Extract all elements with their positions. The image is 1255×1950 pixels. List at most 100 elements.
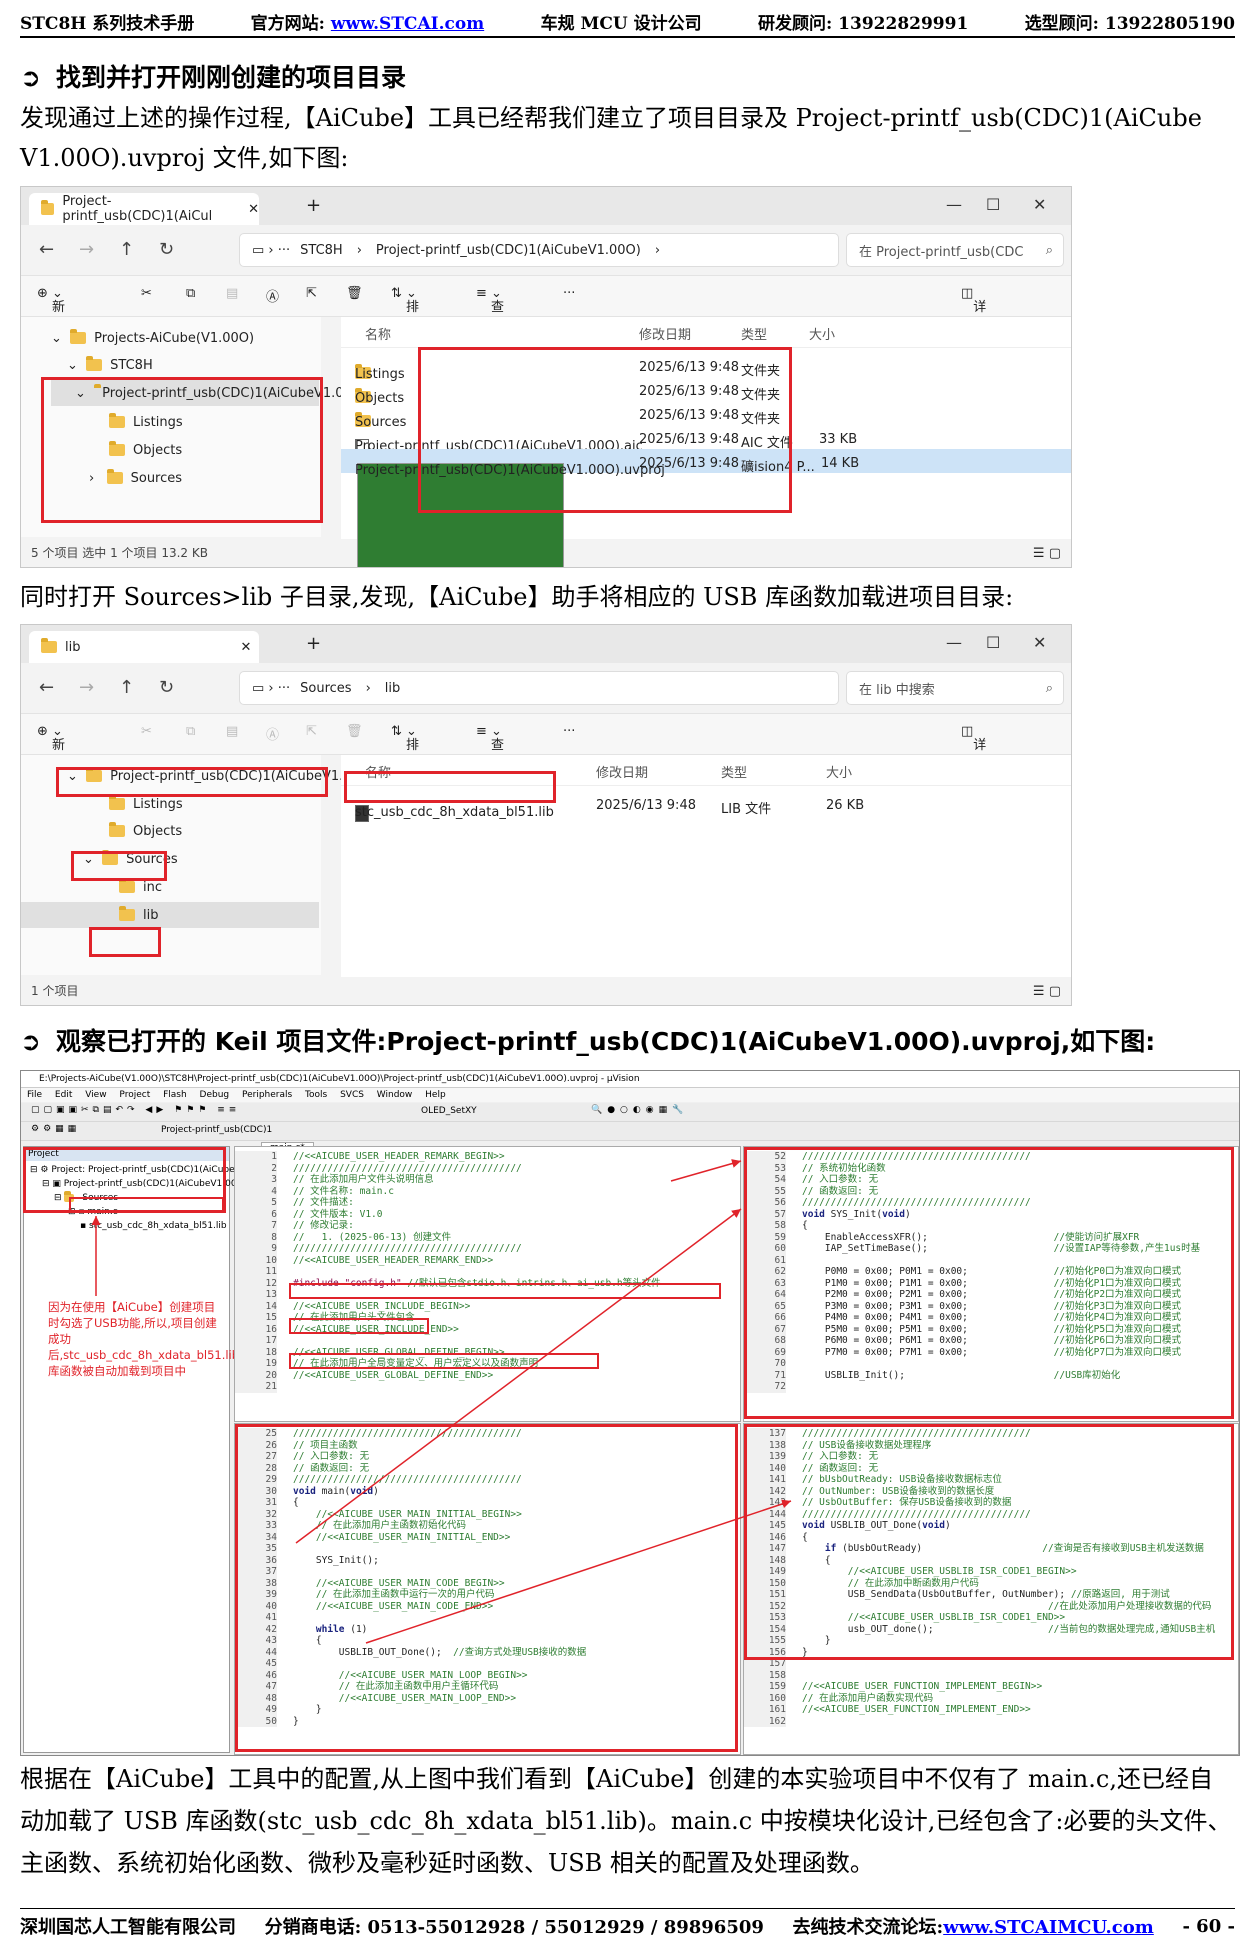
search-input[interactable]: 在 lib 中搜索⌕	[846, 671, 1064, 705]
folder-icon	[119, 906, 135, 921]
code-pane-sysinit[interactable]: 52 53 54 55 56 57 58 59 60 61 62 63 64 6…	[743, 1146, 1239, 1422]
close-window-icon[interactable]: ✕	[1033, 195, 1047, 214]
new-tab-icon[interactable]: +	[306, 195, 322, 216]
tree-item[interactable]: Listings	[109, 791, 183, 817]
forward-icon[interactable]: →	[79, 239, 95, 260]
view-button[interactable]: ≡ 查看 ⌄	[476, 286, 505, 334]
close-tab-icon[interactable]: ✕	[240, 639, 252, 655]
folder-icon	[109, 413, 125, 428]
tree-item-selected[interactable]: lib	[21, 902, 319, 928]
highlight-box	[744, 1147, 1234, 1419]
page-header: STC8H 系列技术手册 官方网站: www.STCAI.com 车规 MCU …	[20, 6, 1235, 38]
toolbar-2[interactable]: ⚙⚙▦▦ Project-printf_usb(CDC)1	[21, 1122, 1239, 1141]
highlight-box	[289, 1283, 721, 1299]
debug-icons[interactable]: 🔍●○◐◉▦🔧	[591, 1105, 689, 1115]
tree-item-selected[interactable]: ⌄ Project-printf_usb(CDC)1(AiCubeV1.00O)	[51, 380, 367, 406]
explorer-tab[interactable]: Project-printf_usb(CDC)1(AiCul✕	[29, 193, 259, 225]
up-icon[interactable]: ↑	[119, 677, 135, 698]
rename-icon[interactable]: Ⓐ	[266, 290, 280, 305]
address-bar[interactable]: ▭ › ··· STC8H › Project-printf_usb(CDC)1…	[239, 233, 839, 267]
footer-company: 深圳国芯人工智能有限公司	[20, 1917, 236, 1938]
highlight-box	[56, 767, 328, 797]
project-pane-title: Project	[24, 1147, 229, 1161]
target-combo[interactable]: Project-printf_usb(CDC)1	[161, 1125, 273, 1135]
minimize-icon[interactable]: —	[946, 633, 962, 652]
close-window-icon[interactable]: ✕	[1033, 633, 1047, 652]
minimize-icon[interactable]: —	[946, 195, 962, 214]
new-button[interactable]: ⊕ 新建 ⌄	[37, 724, 66, 772]
paste-icon[interactable]: ▤	[226, 286, 239, 301]
sel-contact: 选型顾问: 13922805190	[1024, 13, 1235, 34]
folder-icon	[109, 795, 125, 810]
nav-tree: ⌄ Projects-AiCube(V1.00O) ⌄ STC8H ⌄ Proj…	[21, 317, 367, 537]
tree-item[interactable]: Listings	[109, 409, 183, 435]
status-bar: 1 个项目	[31, 984, 79, 998]
view-toggle-icon[interactable]: ☰ ▢	[1032, 984, 1061, 999]
monitor-icon: ▭ › ···	[252, 242, 291, 258]
up-icon[interactable]: ↑	[119, 239, 135, 260]
copy-icon[interactable]: ⧉	[186, 724, 196, 739]
status-bar: 5 个项目 选中 1 个项目 13.2 KB	[31, 546, 208, 560]
build-icons[interactable]: ⚙⚙▦▦	[31, 1124, 81, 1134]
highlight-box	[344, 771, 556, 803]
new-tab-icon[interactable]: +	[306, 633, 322, 654]
list-item-selected[interactable]: Project-printf_usb(CDC)1(AiCubeV1.00O).u…	[341, 449, 1071, 567]
window-title: E:\Projects-AiCube(V1.00O)\STC8H\Project…	[21, 1071, 1239, 1088]
more-icon[interactable]: ···	[563, 724, 576, 739]
folder-icon	[355, 388, 371, 403]
delete-icon[interactable]: 🗑	[346, 724, 363, 739]
rename-icon[interactable]: Ⓐ	[266, 728, 280, 743]
tree-item[interactable]: Objects	[109, 818, 182, 844]
share-icon[interactable]: ⇱	[306, 286, 317, 301]
forward-icon[interactable]: →	[79, 677, 95, 698]
view-button[interactable]: ≡ 查看 ⌄	[476, 724, 505, 772]
explorer-tab[interactable]: lib✕	[29, 631, 259, 663]
sort-button[interactable]: ⇅ 排序 ⌄	[391, 724, 420, 772]
tree-item[interactable]: ⌄ Project-printf_usb(CDC)1(AiCubeV1.00O)	[67, 767, 376, 784]
site-link[interactable]: www.STCAI.com	[330, 13, 485, 34]
forum-link[interactable]: www.STCAIMCU.com	[943, 1917, 1154, 1938]
refresh-icon[interactable]: ↻	[159, 239, 175, 260]
copy-icon[interactable]: ⧉	[186, 286, 196, 301]
folder-icon	[41, 200, 55, 215]
refresh-icon[interactable]: ↻	[159, 677, 175, 698]
tree-file-lib[interactable]: ▪ stc_usb_cdc_8h_xdata_bl51.lib	[80, 1221, 227, 1231]
toolbar-1[interactable]: ▢▢▣▣✂⧉▤↶↷ ◀▶ ⚑⚑⚑ ≡≡ OLED_SetXY 🔍●○◐◉▦🔧	[21, 1103, 1239, 1122]
new-button[interactable]: ⊕ 新建 ⌄	[37, 286, 66, 334]
maximize-icon[interactable]: ☐	[986, 633, 1001, 652]
delete-icon[interactable]: 🗑	[346, 286, 363, 301]
tree-project-root[interactable]: ⊟ ⚙ Project: Project-printf_usb(CDC)1(Ai…	[30, 1165, 241, 1175]
tree-item[interactable]: ⌄ Projects-AiCube(V1.00O)	[51, 329, 255, 346]
function-combo[interactable]: OLED_SetXY	[421, 1106, 477, 1116]
search-input[interactable]: 在 Project-printf_usb(CDC⌕	[846, 233, 1064, 267]
folder-icon	[119, 878, 135, 893]
close-tab-icon[interactable]: ✕	[248, 201, 259, 217]
sort-button[interactable]: ⇅ 排序 ⌄	[391, 286, 420, 334]
address-bar[interactable]: ▭ › ··· Sources › lib	[239, 671, 839, 705]
details-button[interactable]: ◫ 详细信息	[961, 724, 987, 810]
tree-item[interactable]: › Sources	[89, 469, 183, 486]
file-explorer-window-1: Project-printf_usb(CDC)1(AiCul✕ + — ☐ ✕ …	[20, 186, 1072, 568]
manual-title: STC8H 系列技术手册	[20, 13, 195, 34]
share-icon[interactable]: ⇱	[306, 724, 317, 739]
paste-icon[interactable]: ▤	[226, 724, 239, 739]
more-icon[interactable]: ···	[563, 286, 576, 301]
back-icon[interactable]: ←	[39, 677, 55, 698]
tree-item[interactable]: ⌄ STC8H	[67, 356, 153, 373]
back-icon[interactable]: ←	[39, 239, 55, 260]
toolbar-icons[interactable]: ▢▢▣▣✂⧉▤↶↷ ◀▶ ⚑⚑⚑ ≡≡	[31, 1105, 241, 1115]
cut-icon[interactable]: ✂	[141, 286, 152, 301]
search-icon: ⌕	[1045, 242, 1053, 258]
tree-item[interactable]: Objects	[109, 437, 182, 463]
footer-forum: 去纯技术交流论坛:www.STCAIMCU.com	[792, 1917, 1154, 1938]
menu-bar[interactable]: File Edit View Project Flash Debug Perip…	[21, 1088, 1239, 1102]
maximize-icon[interactable]: ☐	[986, 195, 1001, 214]
details-button[interactable]: ◫ 详细信息	[961, 286, 987, 372]
view-toggle-icon[interactable]: ☰ ▢	[1032, 546, 1061, 561]
tree-target[interactable]: ⊟ ▣ Project-printf_usb(CDC)1(AiCubeV1.00	[42, 1179, 237, 1189]
cut-icon[interactable]: ✂	[141, 724, 152, 739]
